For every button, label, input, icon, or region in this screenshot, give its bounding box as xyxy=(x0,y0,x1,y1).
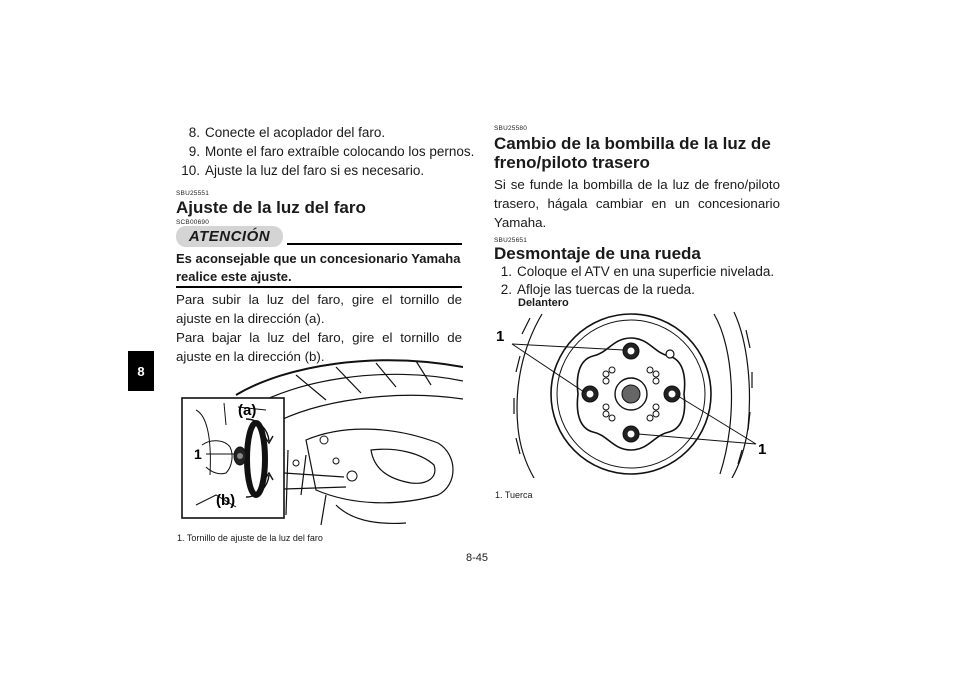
chapter-number: 8 xyxy=(137,363,145,379)
step-number: 8. xyxy=(188,125,200,140)
leader-lines xyxy=(511,343,757,445)
step-number: 9. xyxy=(188,144,200,159)
page-number: 8-45 xyxy=(466,552,489,564)
caution-rule-top xyxy=(287,243,462,245)
section1-title-line2: freno/piloto trasero xyxy=(494,153,650,172)
step-text: Ajuste la luz del faro si es necesario. xyxy=(205,163,425,178)
wheel-step-1: 1. Coloque el ATV en una superficie nivel… xyxy=(486,262,774,281)
right-caption: 1. Tuerca xyxy=(495,490,533,500)
label-b: (b) xyxy=(216,492,235,509)
label-1: 1 xyxy=(194,446,202,462)
step-text: Conecte el acoplador del faro. xyxy=(205,125,386,140)
wheel-step-2: 2. Afloje las tuercas de la rueda. xyxy=(486,280,695,299)
paragraph-raise: Para subir la luz del faro, gire el torn… xyxy=(176,292,462,326)
section-title: Ajuste de la luz del faro xyxy=(176,198,366,217)
chapter-tab: 8 xyxy=(128,351,154,391)
section1-code: SBU25580 xyxy=(494,125,528,132)
nut-label-bottom: 1 xyxy=(758,441,766,458)
step-8: 8. Conecte el acoplador del faro. xyxy=(174,123,385,142)
step-9: 9. Monte el faro extraíble colocando los … xyxy=(174,142,475,161)
step-text: Afloje las tuercas de la rueda. xyxy=(517,282,695,297)
section1-title-line1: Cambio de la bombilla de la luz de xyxy=(494,134,771,153)
step-number: 2. xyxy=(500,282,512,297)
label-a: (a) xyxy=(238,402,256,419)
left-caption: 1. Tornillo de ajuste de la luz del faro xyxy=(177,533,323,543)
section2-code: SBU25651 xyxy=(494,237,528,244)
wheel-figure: 1 1 xyxy=(496,311,766,478)
step-10: 10. Ajuste la luz del faro si es necesari… xyxy=(174,161,424,180)
section-code: SBU25551 xyxy=(176,190,210,197)
step-number: 10. xyxy=(181,163,200,178)
caution-label: ATENCIÓN xyxy=(188,228,271,245)
step-text: Monte el faro extraíble colocando los pe… xyxy=(205,144,475,159)
caution-text: Es aconsejable que un concesionario Yama… xyxy=(176,251,461,284)
headlight-figure: (a) (b) 1 xyxy=(181,359,463,525)
step-number: 1. xyxy=(500,264,512,279)
wheel-nuts xyxy=(581,342,681,443)
inset-frame: (a) (b) 1 xyxy=(181,397,285,519)
caution-badge: ATENCIÓN xyxy=(176,226,283,247)
caution-code: SCB00690 xyxy=(176,219,210,226)
paragraph-lower: Para bajar la luz del faro, gire el torn… xyxy=(176,330,462,364)
figure-heading: Delantero xyxy=(518,297,569,309)
section1-body: Si se funde la bombilla de la luz de fre… xyxy=(494,177,780,230)
wheel-hub xyxy=(576,337,686,451)
caution-rule-bottom xyxy=(176,286,462,288)
step-text: Coloque el ATV en una superficie nivelad… xyxy=(517,264,775,279)
nut-label-top: 1 xyxy=(496,328,504,345)
section2-title: Desmontaje de una rueda xyxy=(494,244,701,263)
